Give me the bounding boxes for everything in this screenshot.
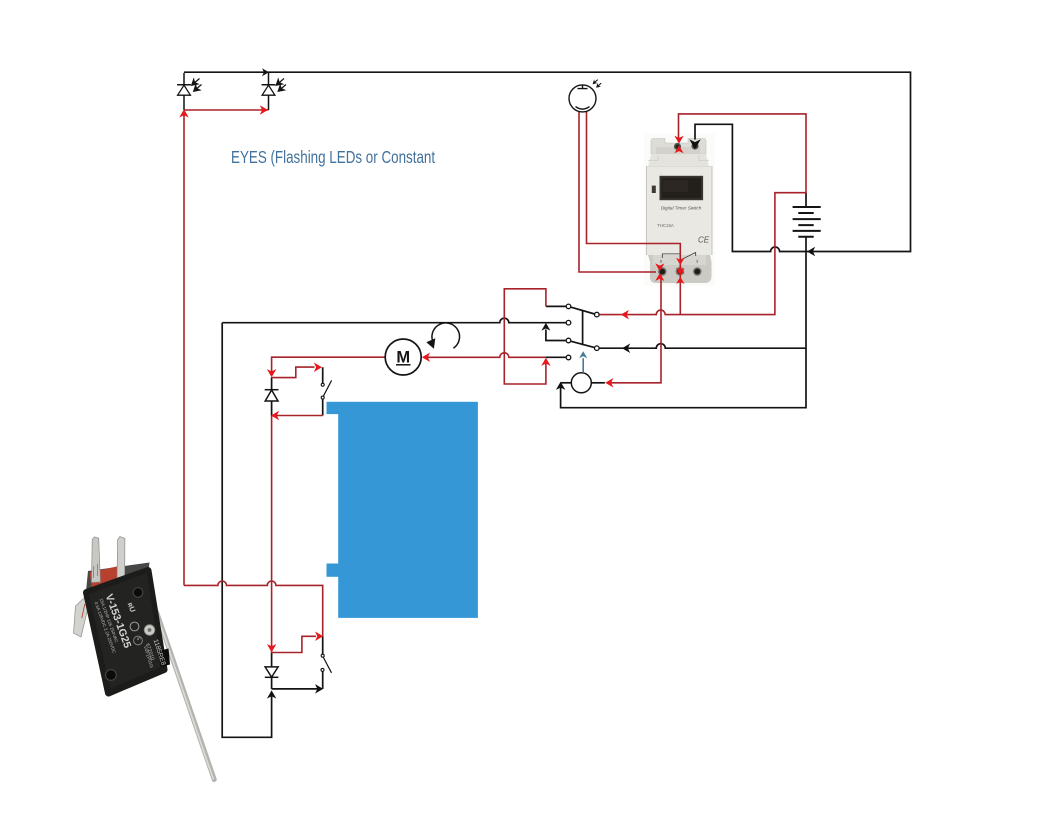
svg-text:CE: CE — [698, 236, 710, 245]
svg-text:M: M — [396, 349, 410, 367]
svg-text:S: S — [135, 636, 142, 642]
svg-text:V4F1P01G: V4F1P01G — [143, 645, 155, 669]
svg-text:THC15A: THC15A — [657, 223, 674, 228]
svg-text:3: 3 — [696, 260, 698, 264]
svg-text:Digital Timer Switch: Digital Timer Switch — [661, 206, 702, 211]
svg-text:6: 6 — [660, 260, 662, 264]
svg-text:ʀU: ʀU — [126, 601, 138, 613]
svg-text:EYES (Flashing LEDs or Constan: EYES (Flashing LEDs or Constant — [231, 149, 436, 168]
svg-text:672010: 672010 — [144, 643, 155, 661]
